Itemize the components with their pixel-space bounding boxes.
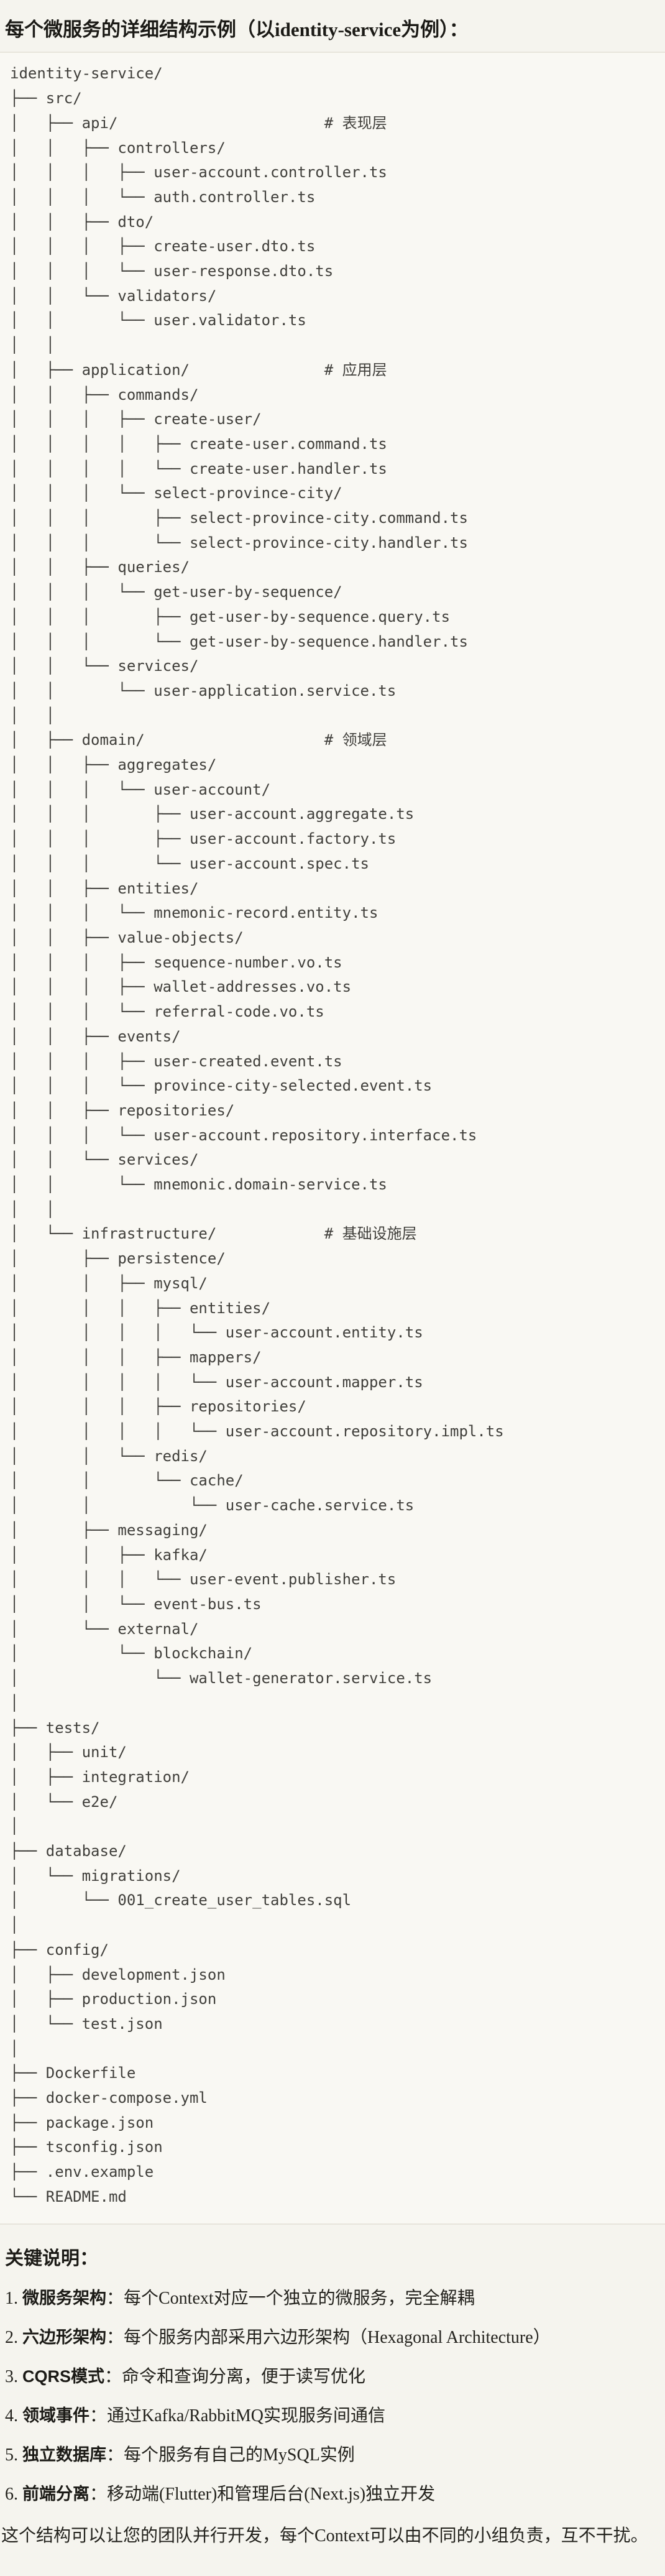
note-term: CQRS模式 (22, 2366, 105, 2386)
note-desc: ：命令和查询分离，便于读写优化 (104, 2366, 366, 2386)
note-item: 6.前端分离：移动端(Flutter)和管理后台(Next.js)独立开发 (5, 2484, 665, 2504)
note-desc: ：每个服务有自己的MySQL实例 (106, 2445, 355, 2465)
note-number: 2. (5, 2327, 18, 2347)
note-desc: ：每个服务内部采用六边形架构（Hexagonal Architecture） (106, 2327, 551, 2347)
notes-heading: 关键说明： (5, 2248, 98, 2269)
note-desc: ：每个Context对应一个独立的微服务，完全解耦 (106, 2288, 475, 2308)
note-number: 5. (5, 2445, 18, 2465)
notes-list: 1.微服务架构：每个Context对应一个独立的微服务，完全解耦 2.六边形架构… (5, 2288, 665, 2504)
note-item: 3.CQRS模式：命令和查询分离，便于读写优化 (5, 2366, 665, 2387)
note-desc: ：通过Kafka/RabbitMQ实现服务间通信 (89, 2406, 385, 2426)
file-tree: identity-service/ ├── src/ │ ├── api/ # … (10, 65, 504, 2205)
note-desc: ：移动端(Flutter)和管理后台(Next.js)独立开发 (89, 2484, 436, 2504)
closing-note: 这个结构可以让您的团队并行开发，每个Context可以由不同的小组负责，互不干扰… (1, 2526, 648, 2546)
note-item: 4.领域事件：通过Kafka/RabbitMQ实现服务间通信 (5, 2406, 665, 2426)
note-item: 1.微服务架构：每个Context对应一个独立的微服务，完全解耦 (5, 2288, 665, 2309)
note-item: 5.独立数据库：每个服务有自己的MySQL实例 (5, 2445, 665, 2465)
note-number: 4. (5, 2406, 18, 2426)
code-block: identity-service/ ├── src/ │ ├── api/ # … (0, 52, 665, 2225)
note-number: 6. (5, 2484, 18, 2504)
note-item: 2.六边形架构：每个服务内部采用六边形架构（Hexagonal Architec… (5, 2327, 665, 2348)
note-term: 前端分离 (22, 2484, 89, 2503)
note-term: 微服务架构 (22, 2288, 106, 2307)
note-term: 独立数据库 (22, 2445, 106, 2464)
note-term: 领域事件 (22, 2406, 89, 2425)
note-number: 1. (5, 2288, 18, 2308)
note-number: 3. (5, 2366, 18, 2386)
note-term: 六边形架构 (22, 2327, 106, 2347)
page-title: 每个微服务的详细结构示例（以identity-service为例）： (5, 19, 469, 40)
